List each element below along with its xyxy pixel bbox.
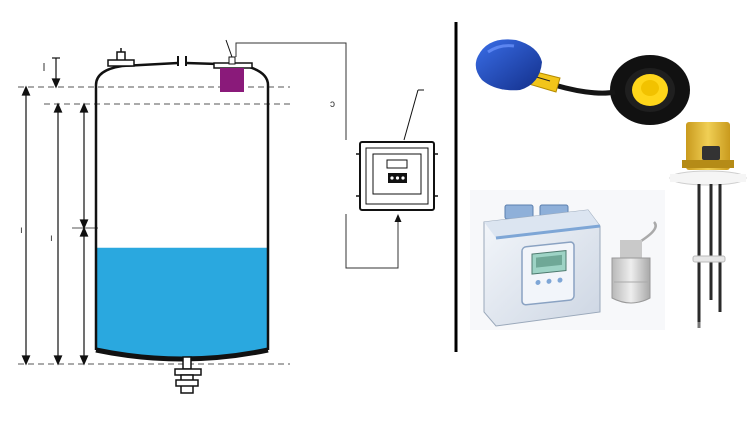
conductive-probe-photo: [669, 122, 747, 328]
dimension-arrow-level: [79, 226, 89, 366]
signal-cable-bottom: [345, 214, 399, 269]
dimension-arrow-blocking-distance: [51, 57, 61, 89]
signal-cable-top: [235, 42, 347, 140]
sensor-leader-line: [225, 39, 233, 58]
dimension-arrow-measuring-range: [53, 102, 63, 366]
dimension-arrow-total-height: [21, 85, 31, 366]
stray-mark-left-2: ı: [50, 233, 53, 244]
transmitter-leader-line: [403, 89, 419, 141]
stray-mark-right: ɔ: [330, 99, 335, 110]
stray-mark-left-1: ı: [20, 225, 23, 236]
dimension-arrow-empty-space: [79, 102, 89, 230]
float-switch-photo: [475, 39, 690, 125]
tank-bottom-outlet: [174, 356, 202, 394]
tank-bottom: [95, 347, 269, 362]
level-sensor: [213, 56, 253, 92]
transmitter-unit: [356, 141, 438, 211]
tank-liquid: [96, 247, 268, 359]
ultrasonic-transmitter-photo: [470, 190, 665, 330]
tank-schematic: ɔ ı ı: [18, 39, 438, 394]
cable-arrow-head: [394, 214, 402, 222]
tank-vent-nozzle: [107, 48, 135, 67]
